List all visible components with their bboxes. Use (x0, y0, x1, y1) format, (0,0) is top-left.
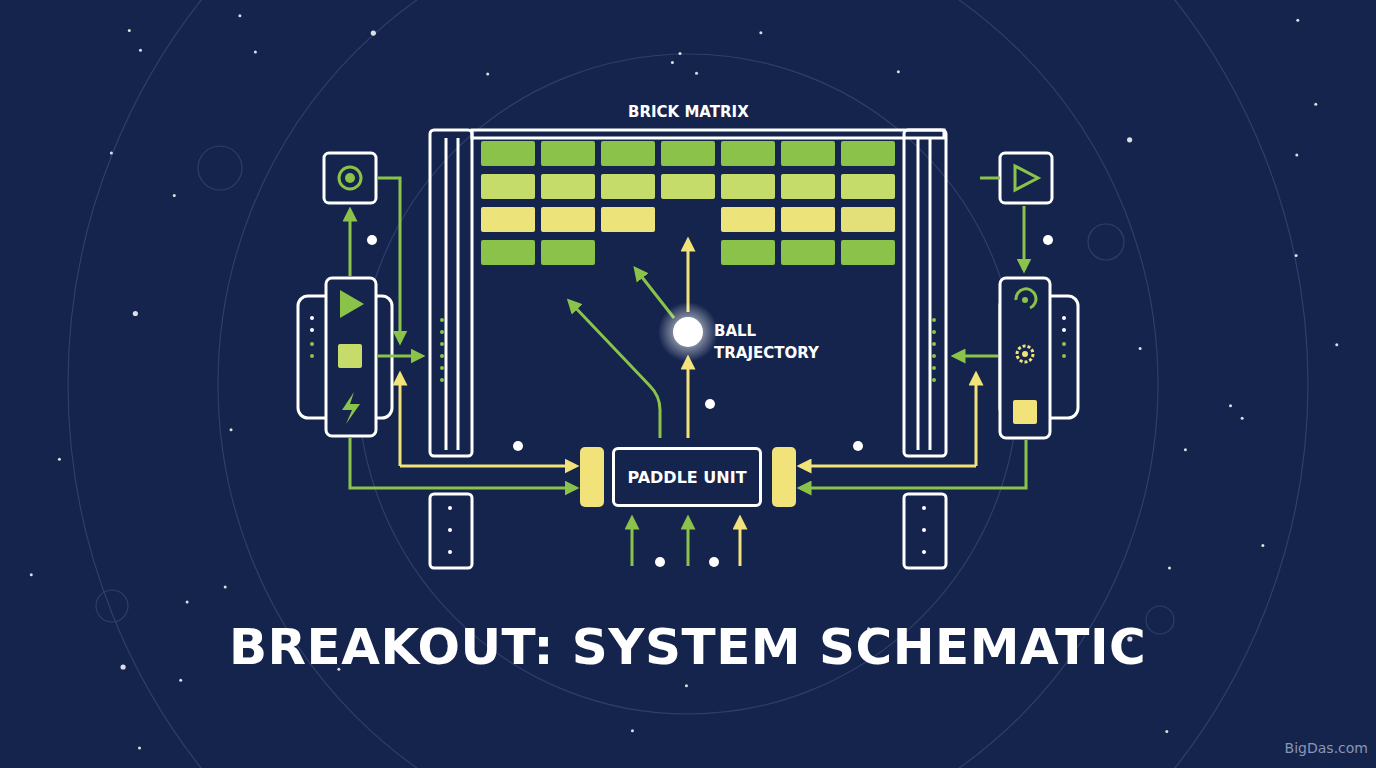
brick (721, 240, 775, 265)
section-label: BRICK MATRIX (628, 103, 749, 121)
brick (841, 174, 895, 199)
brick (601, 174, 655, 199)
brick (541, 141, 595, 166)
brick (601, 141, 655, 166)
brick (541, 240, 595, 265)
brick (481, 141, 535, 166)
brick (781, 240, 835, 265)
brick (721, 141, 775, 166)
paddle-box: PADDLE UNIT (612, 447, 762, 507)
brick (781, 141, 835, 166)
watermark: BigDas.com (1285, 740, 1368, 756)
brick (481, 240, 535, 265)
brick (541, 207, 595, 232)
brick (841, 240, 895, 265)
brick (661, 174, 715, 199)
brick (601, 207, 655, 232)
brick (541, 174, 595, 199)
brick (721, 174, 775, 199)
brick (781, 174, 835, 199)
brick (721, 207, 775, 232)
brick (841, 141, 895, 166)
brick (661, 141, 715, 166)
node-text: PADDLE UNIT (627, 468, 746, 487)
brick (841, 207, 895, 232)
diagram-title: BREAKOUT: SYSTEM SCHEMATIC (229, 618, 1146, 676)
brick (481, 207, 535, 232)
ball-label: BALL TRAJECTORY (714, 320, 834, 364)
brick (481, 174, 535, 199)
brick (781, 207, 835, 232)
